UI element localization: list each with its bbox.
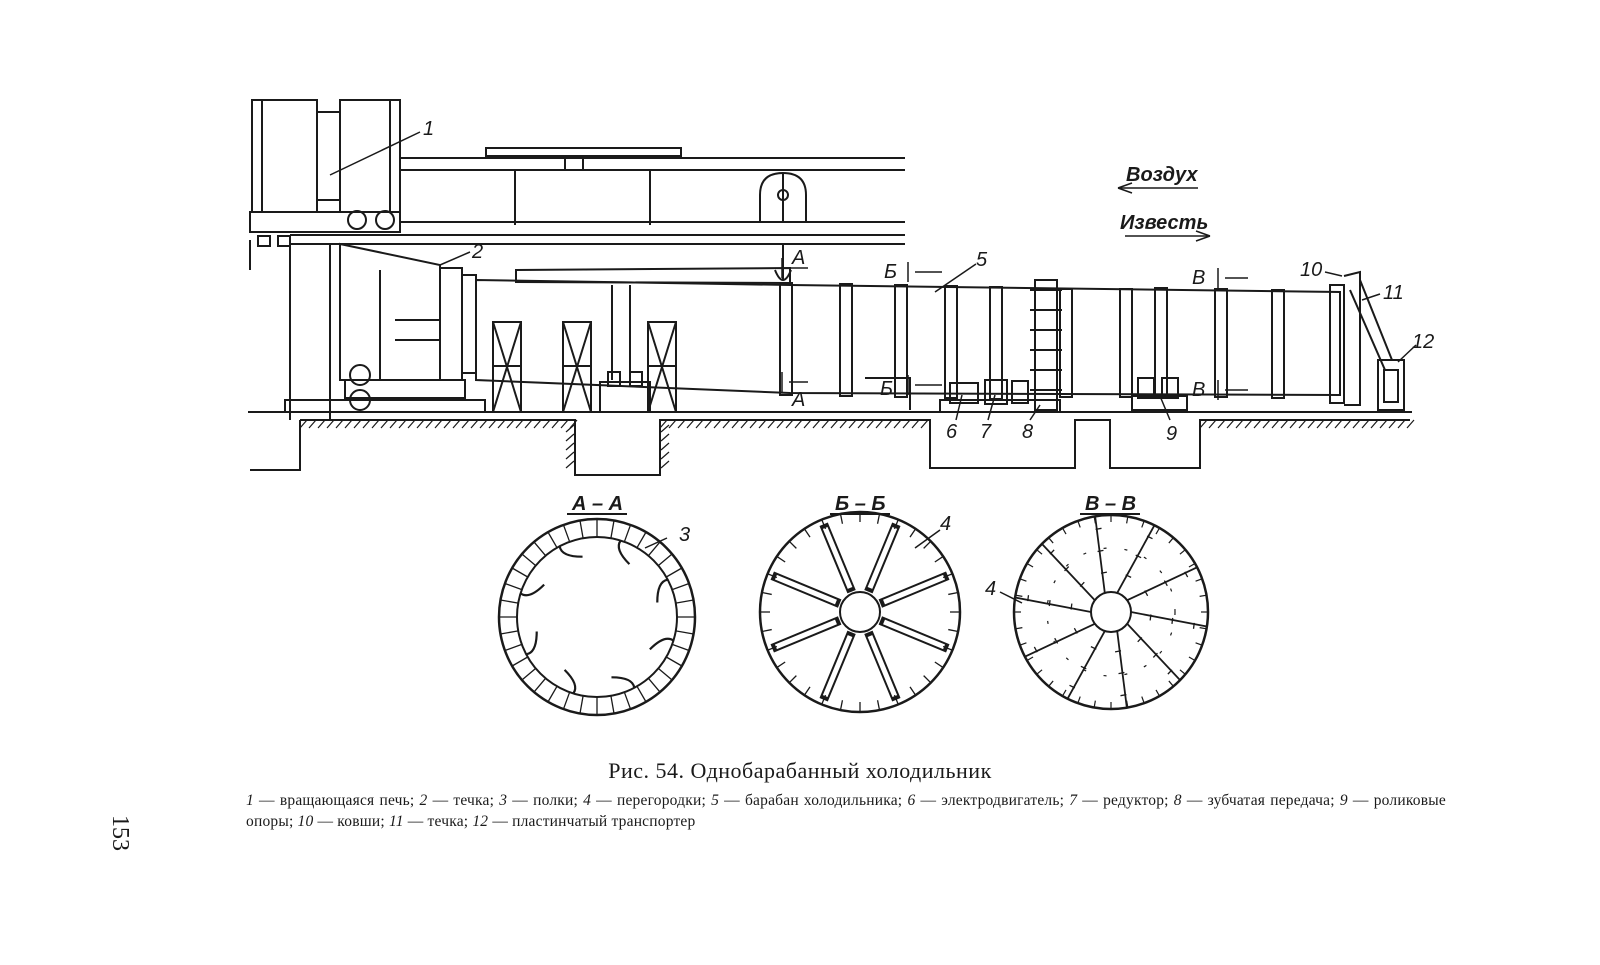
support-frames: [492, 285, 677, 413]
legend-text-7: — редуктор;: [1077, 792, 1174, 809]
figure-caption: Рис. 54. Однобарабанный холодильник: [608, 758, 992, 783]
legend-text-6: — электродвигатель;: [915, 792, 1070, 809]
label-12: 12: [1412, 331, 1434, 353]
legend-num-2: 2: [419, 792, 428, 809]
legend-num-6: 6: [907, 792, 916, 809]
upper-frame: [290, 147, 905, 281]
legend-num-8: 8: [1173, 792, 1182, 809]
section-mark-a-top: А: [791, 247, 805, 269]
legend-num-11: 11: [388, 813, 404, 830]
section-mark-v-bottom: В: [1192, 379, 1205, 401]
label-11: 11: [1383, 282, 1404, 304]
label-4-vv: 4: [985, 578, 996, 600]
section-mark-b-top: Б: [884, 261, 897, 283]
legend-num-3: 3: [499, 792, 508, 809]
legend-num-9: 9: [1339, 792, 1348, 809]
legend-num-10: 10: [297, 813, 314, 830]
legend-text-11: — течка;: [403, 813, 473, 830]
label-2: 2: [471, 241, 483, 263]
ground-hatch: [299, 419, 1415, 469]
legend-num-7: 7: [1069, 792, 1078, 809]
legend-text-1: — вращающаяся печь;: [253, 792, 420, 809]
section-mark-a-bottom: А: [791, 389, 805, 411]
legend-num-5: 5: [711, 792, 720, 809]
legend-text-4: — перегородки;: [591, 792, 712, 809]
lime-label: Известь: [1120, 212, 1208, 234]
page-number: 153: [107, 815, 133, 851]
label-10: 10: [1300, 259, 1322, 281]
legend-num-4: 4: [583, 792, 592, 809]
section-vv-title: В – В: [1085, 493, 1136, 515]
section-mark-v-top: В: [1192, 267, 1205, 289]
label-8: 8: [1022, 421, 1033, 443]
section-bb-title: Б – Б: [835, 493, 886, 515]
label-6: 6: [946, 421, 958, 443]
legend-text-8: — зубчатая передача;: [1181, 792, 1340, 809]
leaders: [329, 131, 1417, 421]
label-9: 9: [1166, 423, 1177, 445]
label-7: 7: [980, 421, 992, 443]
legend-num-12: 12: [472, 813, 489, 830]
legend-num-1: 1: [246, 792, 254, 809]
label-5: 5: [976, 249, 988, 271]
section-vv: [999, 513, 1210, 711]
legend-text-12: — пластинчатый транспортер: [488, 813, 696, 830]
legend-text-10: — ковши;: [313, 813, 389, 830]
section-aa-title: А – А: [571, 493, 623, 515]
ground: [248, 411, 1412, 476]
air-label: Воздух: [1126, 164, 1198, 186]
chute-2: [284, 242, 486, 420]
legend-text-9: — роликовые опоры;: [246, 792, 1446, 830]
drive-and-rollers: [865, 270, 1405, 413]
section-aa: [497, 513, 697, 717]
section-mark-b-bottom: Б: [880, 378, 893, 400]
label-3: 3: [679, 524, 690, 546]
section-bb: [758, 510, 962, 714]
legend-text-3: — полки;: [507, 792, 584, 809]
label-1: 1: [423, 118, 434, 140]
figure-legend: 1 — вращающаяся печь; 2 — течка; 3 — пол…: [246, 790, 1446, 832]
legend-text-2: — течка;: [427, 792, 500, 809]
legend-text-5: — барабан холодильника;: [719, 792, 908, 809]
label-4-bb: 4: [940, 513, 951, 535]
